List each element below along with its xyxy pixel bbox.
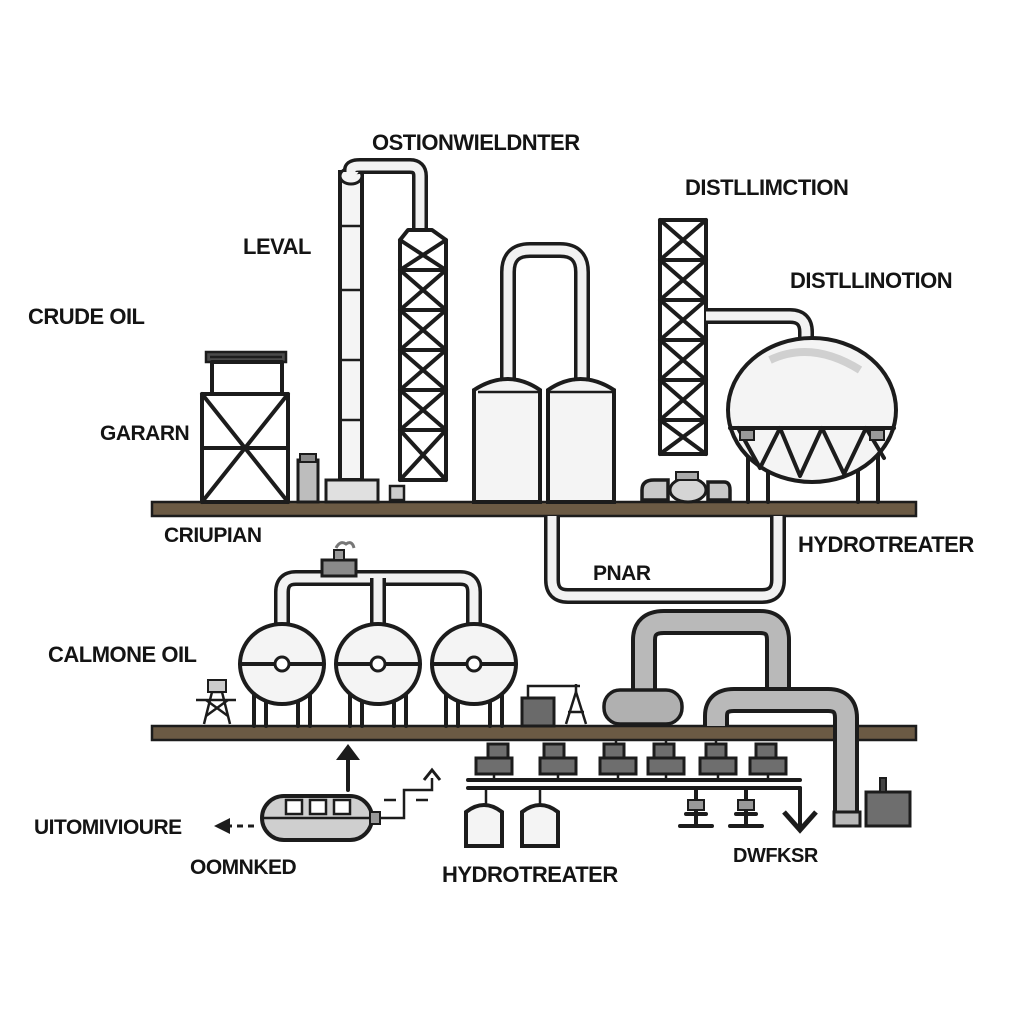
label-dwfkr: DWFKSR xyxy=(733,845,819,867)
storage-tank-1 xyxy=(238,622,326,728)
twin-tanks xyxy=(472,242,616,504)
label-top-center: OSTIONWIELDNTER xyxy=(372,130,580,155)
flow-arrow-left xyxy=(214,818,258,834)
storage-tank-2 xyxy=(334,622,422,728)
pump-assembly xyxy=(640,471,732,504)
small-tanks-bottom xyxy=(464,788,560,848)
label-hydrotreater-bottom: HYDROTREATER xyxy=(442,862,618,887)
label-commkeed: OOMNKED xyxy=(190,856,297,879)
label-distillation-2: DISTLLINOTION xyxy=(790,268,952,293)
label-hydrotreater-right: HYDROTREATER xyxy=(798,532,974,557)
small-vessel xyxy=(296,453,320,504)
hydrotreater-pipework xyxy=(602,609,862,828)
valve-stands xyxy=(678,786,818,834)
lower-platform xyxy=(150,724,918,742)
fractionation-column xyxy=(324,158,428,504)
tank-manifold xyxy=(274,541,482,630)
upper-platform xyxy=(150,500,918,518)
small-equipment-right xyxy=(864,777,912,828)
spherical-tank xyxy=(726,336,898,504)
label-utomivioure: UITOMIVIOURE xyxy=(34,816,182,839)
small-box-crane xyxy=(520,684,588,728)
lattice-tower-center xyxy=(388,228,448,502)
label-crude-oil: CRUDE OIL xyxy=(28,304,145,329)
label-pnar: PNAR xyxy=(593,562,651,585)
lattice-tower-right xyxy=(658,218,814,456)
label-criupian: CRIUPIAN xyxy=(164,524,262,547)
label-level: LEVAL xyxy=(243,234,311,259)
label-distillation-1: DISTLLIMCTION xyxy=(685,175,848,200)
storage-tank-3 xyxy=(430,622,518,728)
condenser-vessel xyxy=(260,767,442,842)
label-calmone-oil: CALMONE OIL xyxy=(48,642,197,667)
pnar-pipe xyxy=(544,516,786,604)
label-garann: GARARN xyxy=(100,422,189,445)
small-derrick xyxy=(196,679,236,725)
lattice-frame-left xyxy=(200,350,290,504)
valve-manifold xyxy=(466,740,802,790)
flow-arrow-up xyxy=(336,744,360,792)
